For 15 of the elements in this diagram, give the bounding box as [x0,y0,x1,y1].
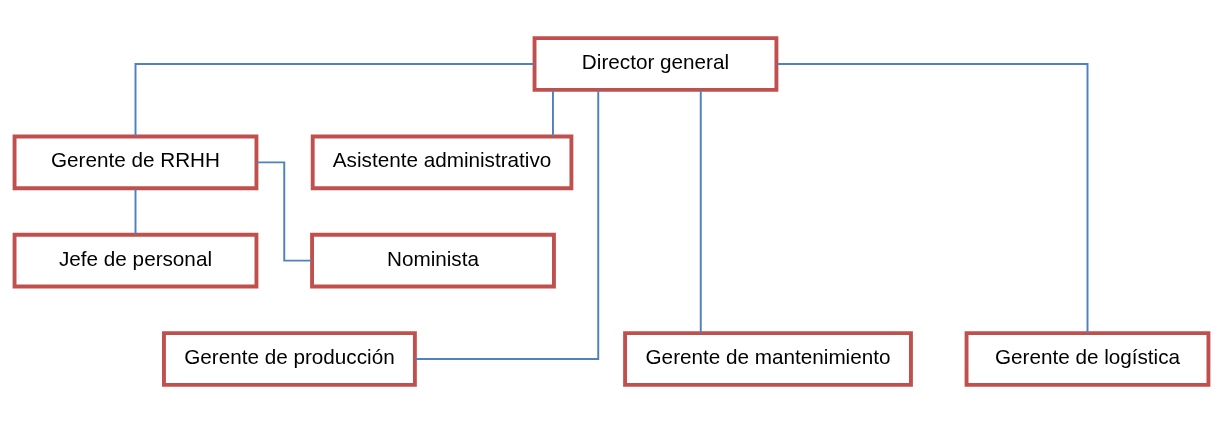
node-box: Jefe de personal [12,232,259,289]
connector [134,187,137,236]
node-box: Gerente de logística [964,331,1211,387]
node-box: Gerente de RRHH [12,134,259,191]
node-box: Gerente de mantenimiento [623,331,913,387]
connector [414,89,600,360]
connector [699,89,702,334]
node-box: Nominista [310,232,556,289]
connector [552,89,554,138]
connector [776,63,1089,334]
node-box: Director general [532,36,779,92]
connector [255,161,313,262]
node-box: Asistente administrativo [310,134,574,191]
node-box: Gerente de producción [162,331,417,387]
connector [134,63,536,137]
